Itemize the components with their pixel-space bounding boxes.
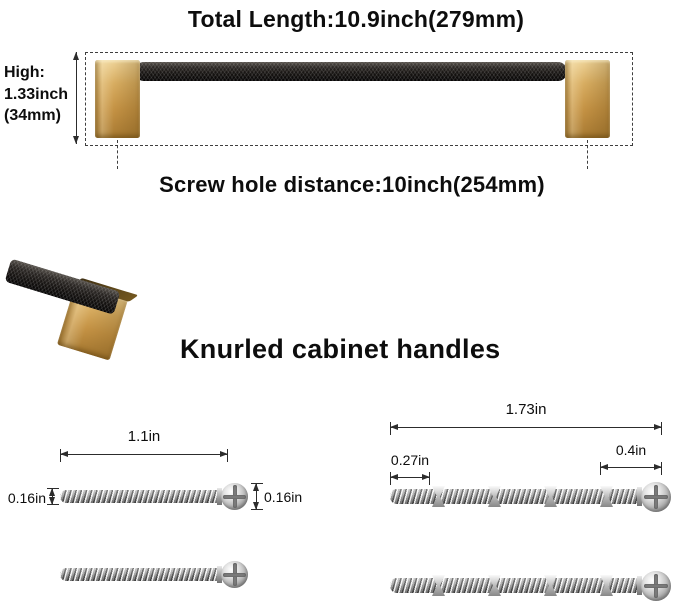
screw-hole-distance-label: Screw hole distance:10inch(254mm) xyxy=(159,172,545,197)
screw-hole-right-extension-line xyxy=(587,140,588,169)
dim-line-short-screw-diameter xyxy=(47,488,59,505)
screw-hole-left-extension-line xyxy=(117,140,118,169)
handle-corner-closeup xyxy=(4,246,168,396)
dim-line-short-screw-length xyxy=(60,449,228,462)
dim-label-long-screw-first-segment: 0.27in xyxy=(390,452,430,468)
height-inch: 1.33inch xyxy=(4,85,69,103)
breakaway-notch xyxy=(488,575,501,596)
handle-left-brass-post xyxy=(95,60,140,138)
short-screw-phillips-head xyxy=(221,561,248,588)
long-screw-phillips-head xyxy=(641,571,671,601)
breakaway-notch xyxy=(432,486,445,507)
closeup-knurled-bar xyxy=(4,258,121,315)
breakaway-notch xyxy=(544,486,557,507)
dim-label-short-screw-length: 1.1in xyxy=(127,428,161,445)
total-length-measure-box xyxy=(85,52,633,146)
breakaway-notch xyxy=(544,575,557,596)
dim-line-long-screw-length xyxy=(390,422,662,435)
breakaway-notch xyxy=(600,486,613,507)
short-screw-shaft xyxy=(60,490,218,503)
short-screw-neck xyxy=(217,566,222,583)
dim-line-long-screw-last-segment xyxy=(600,462,662,475)
dim-label-long-screw-last-segment: 0.4in xyxy=(615,442,647,458)
height-mm: (34mm) xyxy=(4,107,61,125)
short-screw-shaft xyxy=(60,568,218,581)
total-length-label: Total Length:10.9inch(279mm) xyxy=(187,6,525,32)
short-screw-neck xyxy=(217,488,222,505)
long-screw-neck xyxy=(637,487,642,506)
dim-label-long-screw-length: 1.73in xyxy=(505,401,547,418)
dim-line-short-screw-head xyxy=(251,483,263,510)
short-screw-phillips-head xyxy=(221,483,248,510)
product-name: Knurled cabinet handles xyxy=(180,334,501,364)
breakaway-notch xyxy=(432,575,445,596)
height-word: High: xyxy=(4,64,45,81)
dim-label-short-screw-head: 0.16in xyxy=(264,489,303,505)
dim-line-long-screw-first-segment xyxy=(390,472,430,485)
handle-height-label: High: 1.33inch (34mm) xyxy=(4,62,74,127)
breakaway-notch xyxy=(600,575,613,596)
long-screw-shaft xyxy=(390,486,638,507)
long-screw-neck xyxy=(637,576,642,595)
handle-right-brass-post xyxy=(565,60,610,138)
long-screw-phillips-head xyxy=(641,482,671,512)
breakaway-notch xyxy=(488,486,501,507)
dim-line-handle-height xyxy=(73,52,79,144)
handle-knurled-bar xyxy=(135,62,567,81)
long-screw-shaft xyxy=(390,575,638,596)
dim-label-short-screw-diameter: 0.16in xyxy=(7,490,46,506)
